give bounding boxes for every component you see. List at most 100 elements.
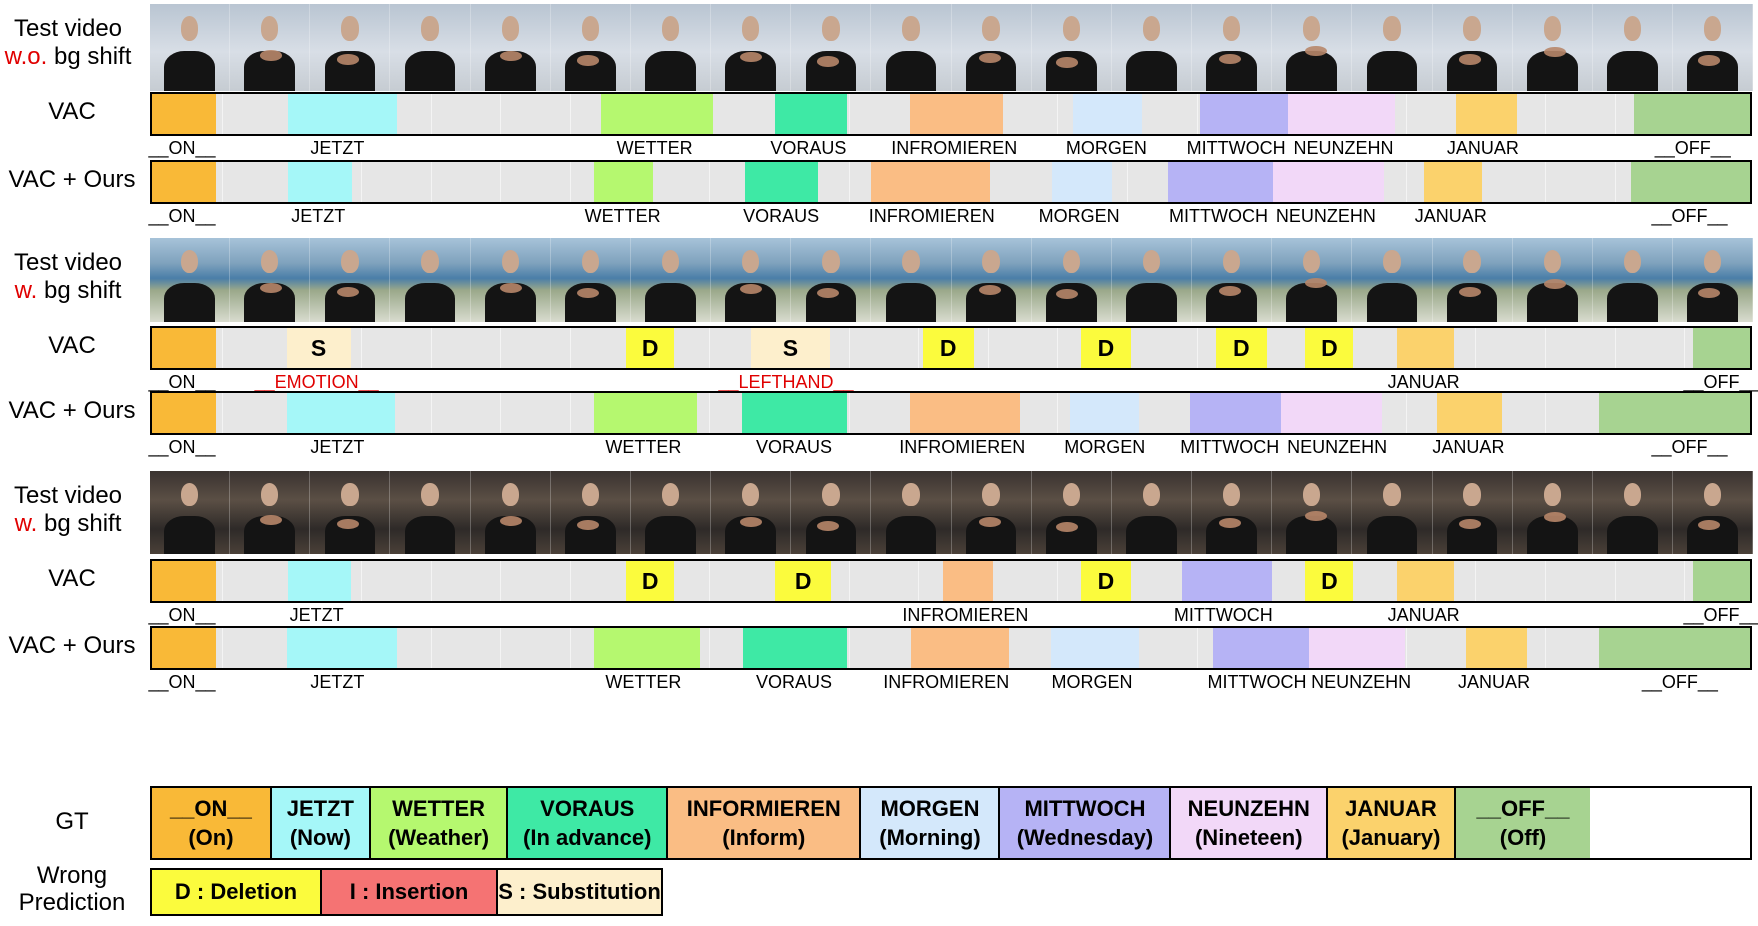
signer-hands (1458, 54, 1481, 65)
frame-gridline (569, 393, 571, 433)
signer-head (341, 249, 359, 274)
row-label: VAC (48, 332, 96, 359)
gloss-label: __ON__ (148, 672, 216, 692)
gt-translation: (Inform) (722, 825, 806, 850)
frame-gridline (848, 162, 850, 202)
video-frame (952, 4, 1032, 91)
gloss-label: VORAUS (743, 206, 820, 226)
gloss-label: MORGEN (1051, 672, 1133, 692)
signer-head (1543, 482, 1561, 506)
video-frame (390, 4, 471, 91)
signer-head (1383, 16, 1401, 41)
gloss-segment (1423, 162, 1482, 202)
signer-head (581, 482, 600, 506)
video-frame (1272, 471, 1353, 554)
frame-gridline (500, 628, 502, 668)
video-frame (1272, 238, 1353, 322)
signer-head (902, 16, 920, 41)
signer-body (1526, 50, 1578, 91)
frame-gridline (1614, 94, 1616, 134)
frame-gridline (987, 328, 989, 368)
gloss-label: MORGEN (1038, 206, 1120, 226)
frame-gridline (1614, 328, 1616, 368)
signer-body (645, 50, 696, 91)
gt-cell: INFORMIEREN(Inform) (668, 788, 862, 858)
frame-gridline (1127, 162, 1129, 202)
signer-hands (576, 519, 600, 530)
signer-head (1062, 482, 1080, 506)
frame-gridline (569, 94, 571, 134)
frame-gridline (221, 94, 223, 134)
video-frame (1112, 4, 1193, 91)
video-frame (551, 238, 631, 322)
gloss-segment (1693, 328, 1750, 368)
signer-head (982, 482, 1000, 506)
gloss-segment (152, 162, 217, 202)
signer-hands (739, 516, 762, 527)
frame-gridline (1057, 393, 1059, 433)
frame-gridline (848, 561, 850, 601)
signer-head (661, 16, 680, 41)
video-frame (1433, 4, 1513, 91)
frame-gridline (848, 94, 850, 134)
signer-body (404, 515, 456, 554)
signer-hands (499, 50, 523, 62)
frame-gridline (1475, 561, 1477, 601)
frame-gridline (569, 628, 571, 668)
signer-head (1623, 16, 1642, 41)
video-frame (1513, 238, 1593, 322)
gloss-segment (594, 393, 697, 433)
gloss-segment (152, 94, 217, 134)
gloss-segment (152, 628, 217, 668)
signer-body (645, 515, 696, 554)
row-label: VAC (48, 565, 96, 592)
gloss-label: JANUAR (1387, 372, 1460, 392)
gloss-label: NEUNZEHN (1287, 437, 1388, 457)
signer-body (1526, 515, 1578, 554)
frame-gridline (1196, 328, 1198, 368)
signer-hands (1698, 55, 1721, 66)
signer-body (885, 515, 937, 554)
video-frame (150, 4, 231, 91)
gloss-segment (1396, 561, 1455, 601)
gloss-segment (1073, 94, 1143, 134)
frame-gridline (500, 561, 502, 601)
legend-label-line1: Wrong (36, 862, 108, 889)
frame-gridline (569, 328, 571, 368)
video-frame-strip (150, 471, 1753, 554)
signer-hands (739, 51, 762, 63)
video-frame (1673, 471, 1753, 554)
signer-hands (979, 285, 1002, 296)
gloss-segment (909, 393, 1021, 433)
legend-item: S : Substitution (498, 870, 661, 914)
gloss-segment (743, 628, 848, 668)
signer-hands (1218, 285, 1242, 296)
signer-head (1383, 482, 1401, 506)
gloss-segment (288, 94, 398, 134)
row-label: VAC + Ours (8, 632, 136, 659)
video-frame (150, 471, 231, 554)
gloss-label: JETZT (310, 437, 365, 457)
signer-head (982, 16, 1000, 41)
signer-head (1222, 249, 1241, 274)
frame-gridline (500, 162, 502, 202)
error-segment: D (922, 328, 974, 368)
test-video-label-line1: Test video (13, 482, 123, 509)
gloss-segment (286, 393, 396, 433)
frame-gridline (569, 561, 571, 601)
gloss-segment (152, 393, 217, 433)
frame-gridline (430, 94, 432, 134)
test-video-label-line1: Test video (13, 15, 123, 42)
signer-hands (1544, 279, 1567, 290)
gt-translation: (Wednesday) (1016, 825, 1154, 850)
video-frame (1513, 4, 1593, 91)
bg-shift-prefix: w. (14, 510, 38, 537)
frame-gridline (1545, 628, 1547, 668)
error-segment: D (1305, 328, 1354, 368)
signer-hands (1304, 278, 1327, 289)
gloss-segment (1598, 393, 1750, 433)
signer-body (1126, 283, 1177, 322)
signer-hands (1218, 53, 1242, 65)
gloss-label: WETTER (605, 672, 682, 692)
